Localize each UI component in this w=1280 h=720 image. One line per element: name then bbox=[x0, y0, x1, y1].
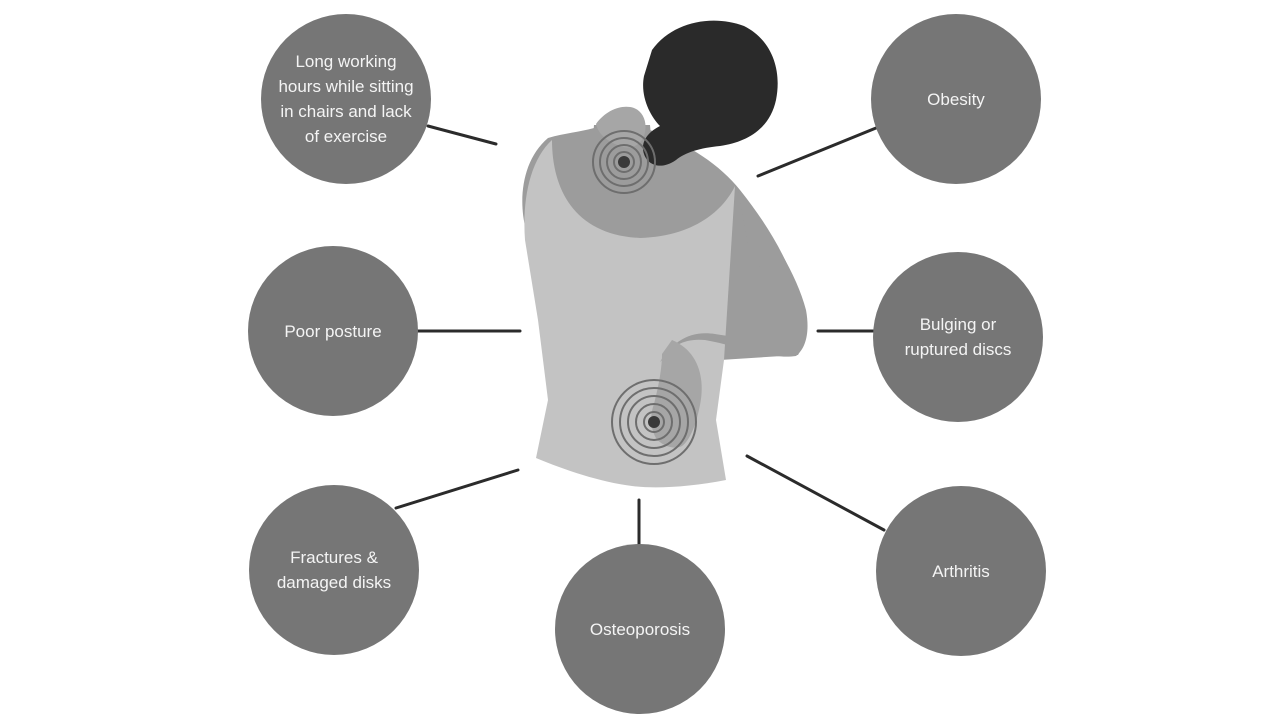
connector-arthritis bbox=[745, 454, 886, 532]
cause-obesity-label: Obesity bbox=[927, 89, 985, 109]
cause-long-hours: Long working hours while sitting in chai… bbox=[261, 14, 431, 184]
cause-poor-posture: Poor posture bbox=[248, 246, 418, 416]
cause-obesity: Obesity bbox=[871, 14, 1041, 184]
cause-fractures: Fractures & damaged disks bbox=[249, 485, 419, 655]
cause-arthritis: Arthritis bbox=[876, 486, 1046, 656]
hair bbox=[642, 20, 778, 166]
cause-arthritis-label: Arthritis bbox=[932, 561, 990, 581]
lower-back-pain-marker-icon bbox=[611, 379, 697, 465]
cause-osteoporosis: Osteoporosis bbox=[555, 544, 725, 714]
neck-hand bbox=[596, 106, 646, 148]
woman-back-pain-figure-icon bbox=[522, 20, 808, 488]
neck-pain-marker-icon bbox=[592, 130, 656, 194]
connector-obesity bbox=[756, 126, 878, 178]
cause-fractures-label: Fractures & damaged disks bbox=[276, 548, 392, 592]
cause-osteoporosis-label: Osteoporosis bbox=[589, 619, 691, 639]
connector-fractures bbox=[394, 468, 520, 510]
cause-long-hours-label: Long working hours while sitting in chai… bbox=[278, 52, 414, 146]
connector-long-hours bbox=[426, 124, 498, 146]
cause-bulging-discs-label: Bulging or ruptured discs bbox=[904, 315, 1012, 359]
connectors bbox=[394, 124, 886, 547]
cause-bulging-discs: Bulging or ruptured discs bbox=[873, 252, 1043, 422]
cause-poor-posture-label: Poor posture bbox=[284, 321, 382, 341]
